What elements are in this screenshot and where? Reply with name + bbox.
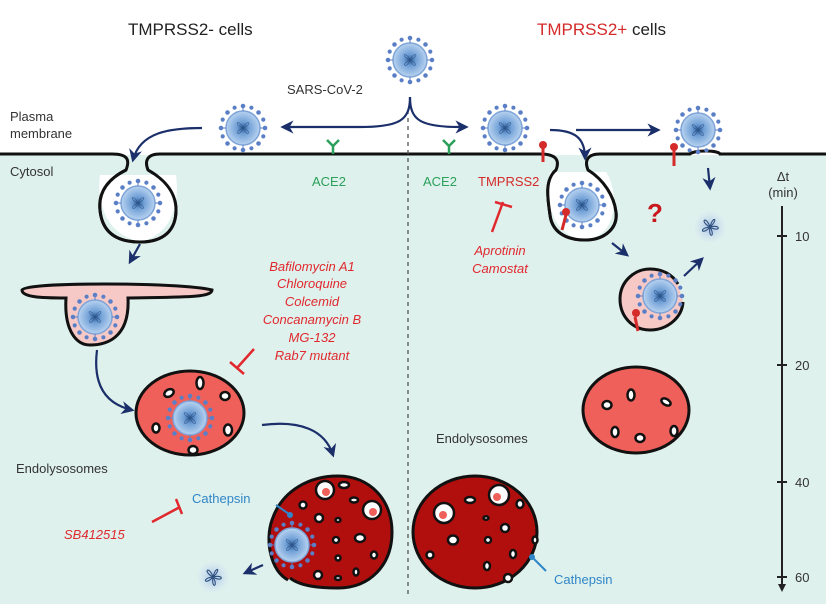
ace2-receptor-left-icon <box>326 139 340 154</box>
inhibitor-camostat: Camostat <box>472 261 529 276</box>
inhibitor-chloroquine: Chloroquine <box>277 276 347 291</box>
endocytic-pit-right <box>546 168 618 242</box>
question-mark: ? <box>647 198 663 228</box>
lysosome-right <box>411 474 539 590</box>
arrow-rna-release-membrane <box>702 167 716 191</box>
right-panel-title-highlight: TMPRSS2+ <box>537 20 627 39</box>
tmprss2-protease-fusion-site-icon <box>670 143 678 166</box>
tmprss2-protease-endosome-icon <box>632 309 640 332</box>
late-endosome-right <box>581 365 691 455</box>
inhibition-symbol-cathepsin-icon <box>151 498 184 524</box>
arrow-to-early-endosome-right <box>611 242 630 257</box>
ace2-label-right: ACE2 <box>423 174 457 189</box>
right-panel-title-rest: cells <box>627 20 666 39</box>
right-panel-title: TMPRSS2+ cells <box>537 20 666 39</box>
virus-label: SARS-CoV-2 <box>287 82 363 97</box>
arrow-rna-release-left <box>242 562 264 575</box>
inhibitor-rab7-mutant: Rab7 mutant <box>275 348 351 363</box>
inhibitor-colcemid: Colcemid <box>285 294 340 309</box>
inhibitor-mg132: MG-132 <box>289 330 337 345</box>
tmprss2-protease-membrane-icon <box>539 141 547 162</box>
early-endosome-left <box>20 282 214 347</box>
lysosome-right-vesicles <box>425 495 539 584</box>
virion-lysosome-left-icon <box>267 520 317 570</box>
ace2-receptor-right-icon <box>442 139 456 154</box>
cathepsin-pointer-right-icon <box>529 554 547 572</box>
virion-bound-left-icon <box>218 103 268 153</box>
inhibitor-aprotinin: Aprotinin <box>473 243 525 258</box>
inhibitor-bafilomycin: Bafilomycin A1 <box>269 259 355 274</box>
viral-rna-released-left-icon <box>196 560 230 594</box>
inhibition-symbol-endosomal-icon <box>229 348 255 375</box>
time-axis: Δt (min) 10 20 40 60 <box>768 169 809 592</box>
left-panel-title: TMPRSS2- cells <box>128 20 253 39</box>
plasma-membrane-label-2: membrane <box>10 126 72 141</box>
arrow-rna-release-endosome <box>683 257 704 277</box>
lysosome-right-multivesicles <box>432 483 511 525</box>
arrow-to-left-path <box>280 96 412 134</box>
virion-early-endosome-icon <box>70 292 120 342</box>
lysosome-left-vesicles <box>298 480 379 582</box>
cathepsin-label-left: Cathepsin <box>192 491 251 506</box>
tick-label-20: 20 <box>795 358 809 373</box>
endosomal-inhibitor-list: Bafilomycin A1 Chloroquine Colcemid Conc… <box>263 259 362 363</box>
tmprss2-protease-pit-icon <box>560 208 570 231</box>
lysosome-left-multivesicles <box>314 479 383 521</box>
viral-rna-released-right-icon <box>693 210 727 244</box>
arrow-to-lysosome-left <box>261 422 337 458</box>
virion-fusing-membrane-icon <box>673 105 723 155</box>
inhibitor-sb412515: SB412515 <box>64 527 125 542</box>
sars-cov-2-virion-icon <box>385 35 435 85</box>
tmprss2-label: TMPRSS2 <box>478 174 539 189</box>
inhibitor-concanamycin: Concanamycin B <box>263 312 362 327</box>
virion-in-pit-left-icon <box>113 178 163 228</box>
tick-label-60: 60 <box>795 570 809 585</box>
endocytic-pit-left <box>98 168 178 244</box>
late-endosome-left-vesicles <box>151 375 234 456</box>
time-axis-arrowhead-icon <box>778 584 786 592</box>
arrow-to-late-endosome-left <box>95 349 135 415</box>
plasma-membrane-label-1: Plasma <box>10 109 54 124</box>
ace2-label-left: ACE2 <box>312 174 346 189</box>
tick-label-10: 10 <box>795 229 809 244</box>
arrow-to-right-path <box>408 96 469 134</box>
virion-bound-right-icon <box>480 103 530 153</box>
late-endosome-right-vesicles <box>601 388 679 444</box>
virion-late-endosome-icon <box>165 393 215 443</box>
virion-early-endosome-right-icon <box>635 271 685 321</box>
arrow-endocytosis-right <box>549 128 592 161</box>
arrow-to-early-endosome <box>128 243 141 265</box>
cathepsin-label-right: Cathepsin <box>554 572 613 587</box>
arrow-endocytosis-left <box>129 126 203 163</box>
time-axis-unit: (min) <box>768 185 798 200</box>
time-axis-symbol: Δt <box>777 169 790 184</box>
cathepsin-pointer-left-icon <box>275 504 293 518</box>
endolysosomes-label-left: Endolysosomes <box>16 461 108 476</box>
tick-label-40: 40 <box>795 475 809 490</box>
endolysosomes-label-right: Endolysosomes <box>436 431 528 446</box>
cytosol-label: Cytosol <box>10 164 53 179</box>
inhibition-symbol-tmprss2-icon <box>490 200 513 233</box>
